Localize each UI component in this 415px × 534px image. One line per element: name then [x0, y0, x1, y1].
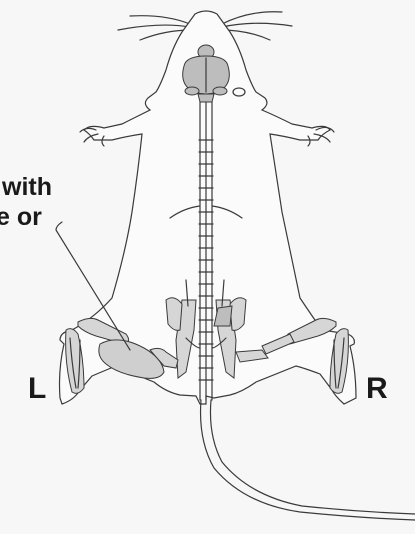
tail — [201, 400, 415, 520]
callout-text-line2: e or — [0, 203, 42, 231]
callout-text-line1: with — [1, 173, 52, 201]
left-side-label: L — [28, 372, 46, 405]
vertebrae — [199, 140, 213, 380]
right-side-label: R — [366, 372, 388, 405]
